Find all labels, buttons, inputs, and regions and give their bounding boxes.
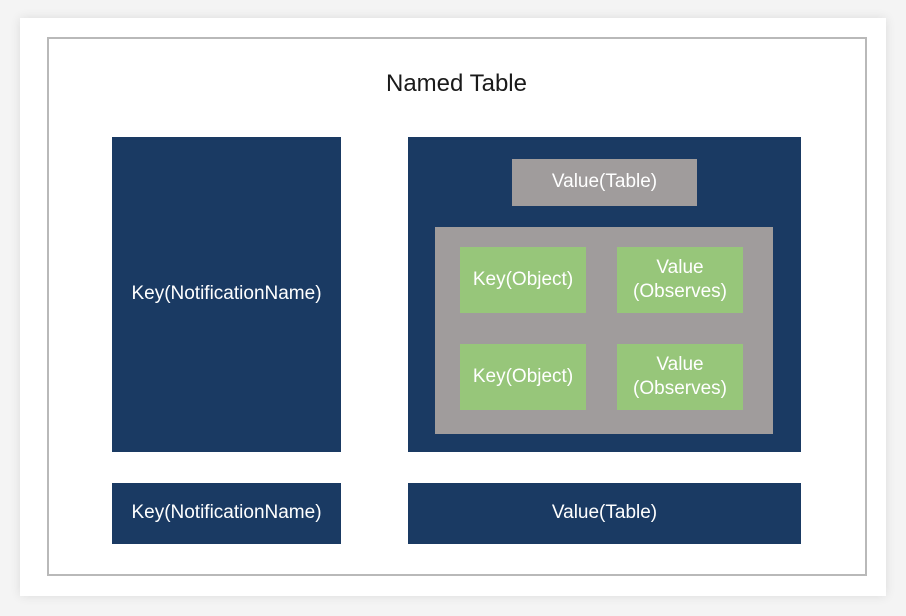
bottom-value-table-label: Value(Table) <box>551 502 658 524</box>
key-notificationname-label: Key(NotificationName) <box>131 283 322 305</box>
bottom-value-table-box: Value(Table) <box>408 483 801 544</box>
key-notificationname-box: Key(NotificationName) <box>112 137 341 452</box>
inner-value-observes-1-line1: Value <box>656 256 704 278</box>
bottom-key-notificationname-label: Key(NotificationName) <box>131 502 322 524</box>
inner-value-observes-1-line2: (Observes) <box>633 281 727 302</box>
inner-value-observes-2: Value (Observes) <box>617 344 743 410</box>
inner-value-observes-2-line1: Value <box>656 353 704 375</box>
diagram-title: Named Table <box>386 70 527 97</box>
inner-key-object-1: Key(Object) <box>460 247 586 313</box>
bottom-key-notificationname-box: Key(NotificationName) <box>112 483 341 544</box>
value-table-label-box: Value(Table) <box>512 159 697 206</box>
inner-value-observes-2-line2: (Observes) <box>633 378 727 399</box>
inner-key-object-2-label: Key(Object) <box>472 365 574 387</box>
value-table-label: Value(Table) <box>551 171 658 193</box>
inner-key-object-1-label: Key(Object) <box>472 268 574 290</box>
inner-key-object-2: Key(Object) <box>460 344 586 410</box>
inner-value-observes-1: Value (Observes) <box>617 247 743 313</box>
